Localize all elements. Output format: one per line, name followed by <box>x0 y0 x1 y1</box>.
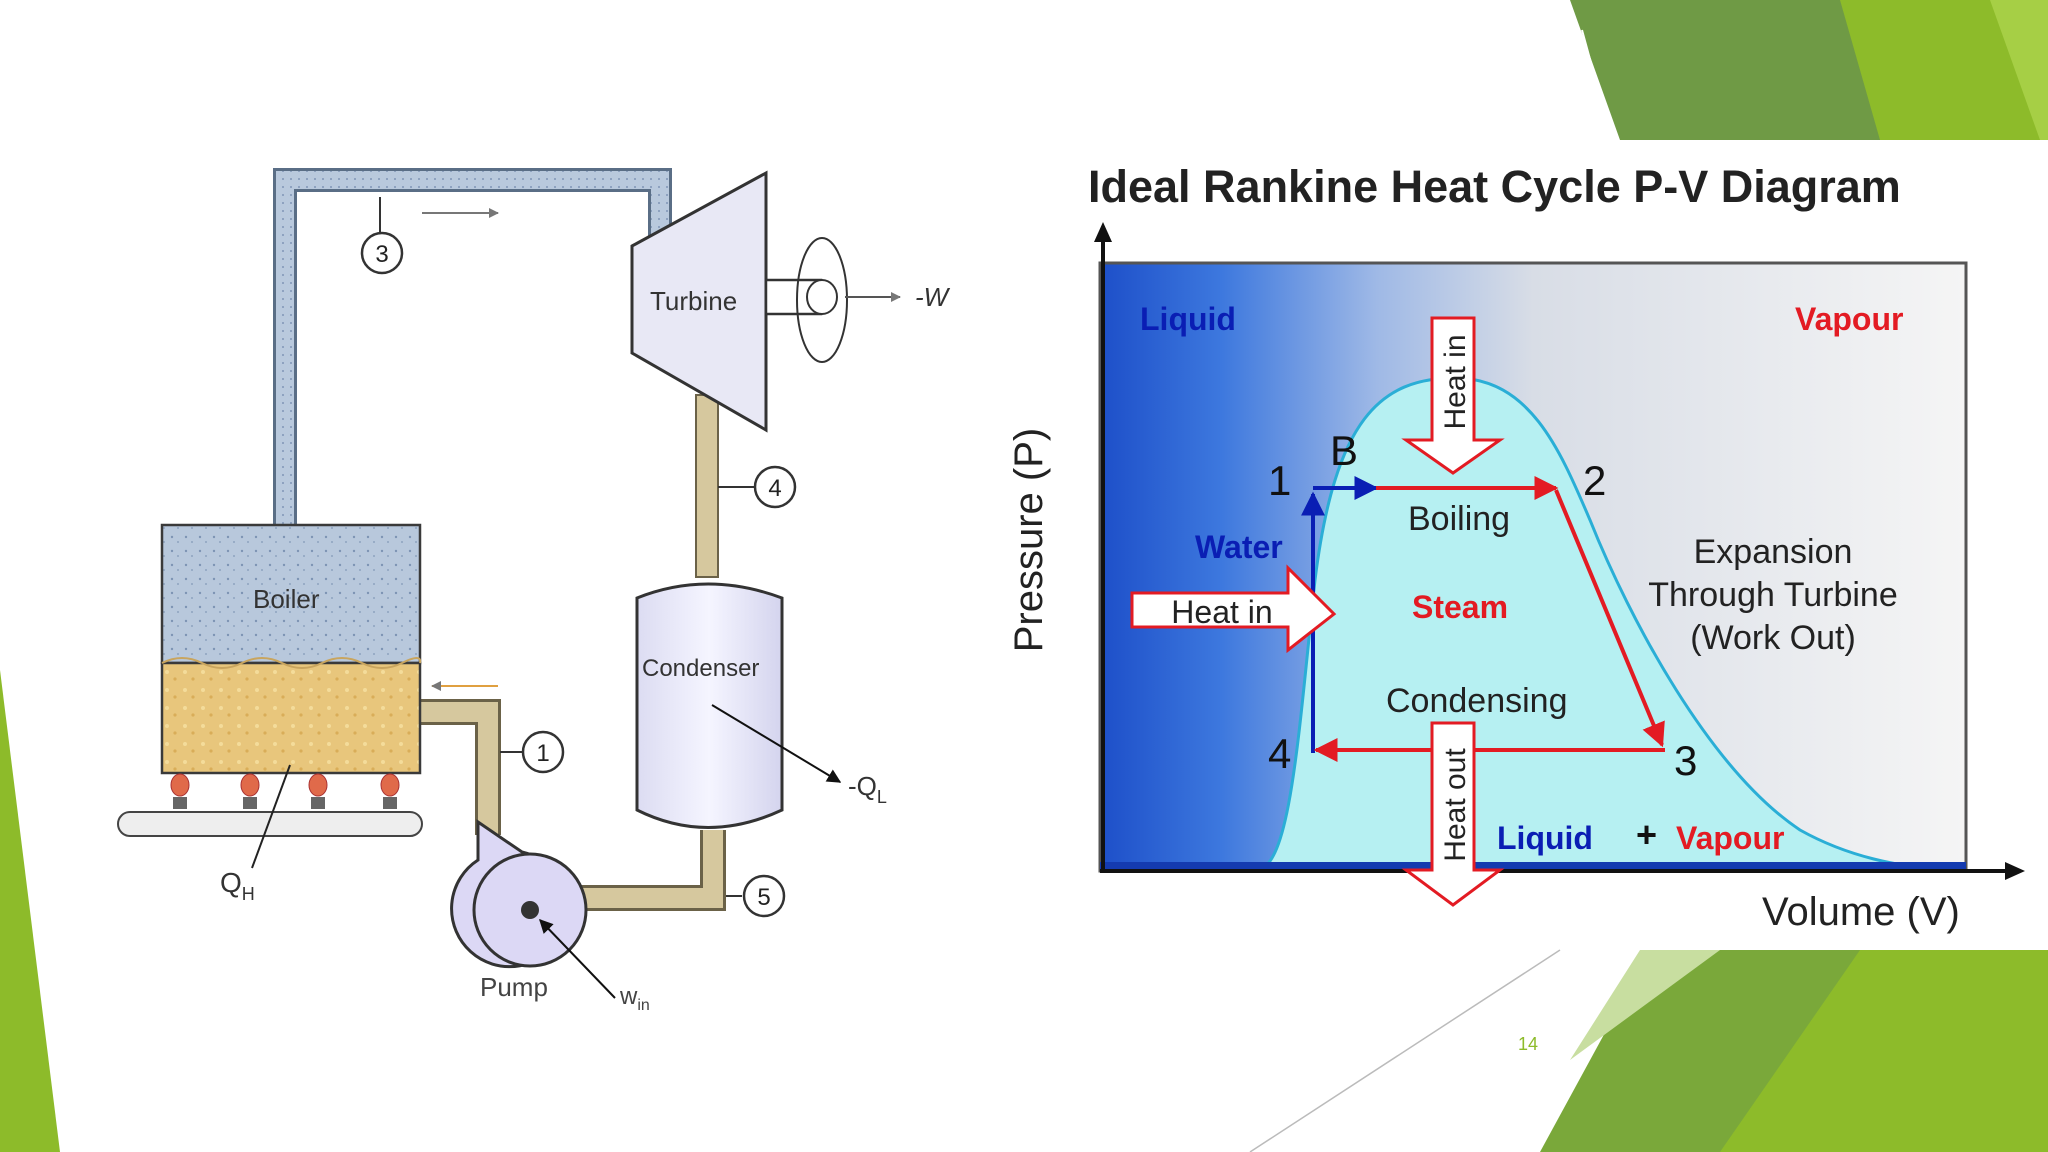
svg-text:Heat out: Heat out <box>1439 748 1472 862</box>
work-in-label: win <box>619 983 650 1014</box>
pv-diagram: Ideal Rankine Heat Cycle P-V Diagram Pre… <box>1007 161 2025 934</box>
work-out-label: -W <box>915 282 951 312</box>
state-point-1: 1 <box>500 730 565 774</box>
heat-in-top-arrow-icon: Heat in <box>1401 316 1505 475</box>
pv-title: Ideal Rankine Heat Cycle P-V Diagram <box>1088 161 1901 212</box>
boiling-label: Boiling <box>1408 500 1510 538</box>
heat-out-arrow-icon: Heat out <box>1401 721 1505 907</box>
svg-text:3: 3 <box>375 241 388 268</box>
exhaust-pipe <box>695 394 719 578</box>
svg-text:Heat in: Heat in <box>1439 334 1472 429</box>
turbine: Turbine -W <box>630 170 951 433</box>
liquid-region-label: Liquid <box>1140 301 1236 337</box>
expansion-line <box>1554 489 1665 748</box>
svg-text:5: 5 <box>757 884 770 911</box>
page-number: 14 <box>1518 1034 1539 1054</box>
turbine-label: Turbine <box>650 286 737 316</box>
mix-vapour-label: Vapour <box>1676 820 1784 856</box>
mix-liquid-label: Liquid <box>1497 820 1593 856</box>
condenser: Condenser -QL <box>635 582 887 829</box>
saturation-dome <box>1255 376 1941 872</box>
pump-label: Pump <box>480 972 548 1002</box>
rankine-cycle-schematic: Boiler QH Turbine -W <box>117 168 951 1014</box>
state-point-4: 4 <box>718 465 797 509</box>
svg-text:4: 4 <box>768 475 781 502</box>
x-axis-label: Volume (V) <box>1762 890 1960 934</box>
expansion-line-2: Through Turbine <box>1648 576 1898 614</box>
point-2-label: 2 <box>1583 457 1606 504</box>
state-point-3: 3 <box>360 197 404 275</box>
point-b-label: B <box>1330 427 1358 474</box>
mix-plus-label: + <box>1636 814 1657 855</box>
steam-label: Steam <box>1412 589 1508 625</box>
y-axis-label: Pressure (P) <box>1007 428 1051 653</box>
vapour-region-label: Vapour <box>1795 301 1903 337</box>
pump: Pump win <box>450 819 650 1014</box>
expansion-line-3: (Work Out) <box>1690 619 1856 657</box>
heat-in-left-arrow-icon: Heat in <box>1130 564 1337 654</box>
point-4-label: 4 <box>1268 730 1291 777</box>
boiler-label: Boiler <box>253 584 320 614</box>
expansion-line-1: Expansion <box>1694 533 1853 571</box>
svg-text:1: 1 <box>536 740 549 767</box>
condensate-pipe <box>578 830 723 908</box>
water-label: Water <box>1195 529 1283 565</box>
point-1-label: 1 <box>1268 457 1291 504</box>
burner-icon <box>117 764 423 869</box>
heat-out-label: -QL <box>848 771 887 807</box>
condenser-label: Condenser <box>642 655 759 682</box>
heat-in-label: QH <box>220 867 255 904</box>
steam-pipe <box>273 168 672 530</box>
feed-pipe <box>420 702 498 835</box>
point-3-label: 3 <box>1674 737 1697 784</box>
svg-text:Heat in: Heat in <box>1171 594 1272 630</box>
state-point-5: 5 <box>726 874 786 918</box>
condensing-label: Condensing <box>1386 682 1567 720</box>
rotation-arrow-icon <box>796 237 848 363</box>
boiler: Boiler <box>160 523 422 775</box>
